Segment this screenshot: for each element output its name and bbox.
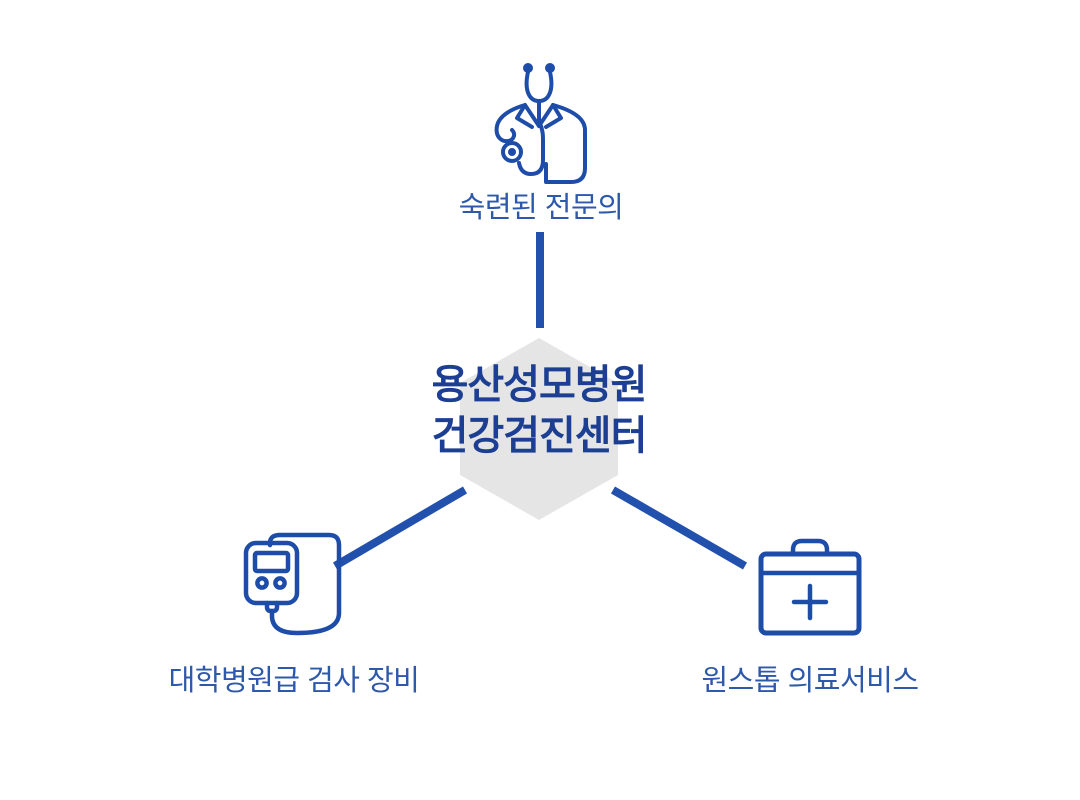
node-equipment: 대학병원급 검사 장비	[144, 531, 444, 699]
connector-bottom-right	[611, 486, 747, 570]
connector-bottom-left	[332, 486, 468, 570]
center-title-line2: 건강검진센터	[431, 414, 648, 458]
doctor-stethoscope-icon	[494, 63, 587, 184]
node-specialists: 숙련된 전문의	[391, 58, 691, 226]
node-label-service: 원스톱 의료서비스	[701, 665, 920, 697]
medical-device-icon	[243, 532, 342, 636]
medical-bag-icon	[758, 538, 862, 636]
center-title-line1: 용산성모병원	[431, 363, 648, 407]
node-label-specialists: 숙련된 전문의	[458, 192, 624, 224]
node-service: 원스톱 의료서비스	[660, 538, 960, 699]
hexagon-background	[460, 338, 618, 520]
center-title: 용산성모병원 건강검진센터	[431, 360, 648, 462]
node-label-equipment: 대학병원급 검사 장비	[168, 665, 420, 697]
